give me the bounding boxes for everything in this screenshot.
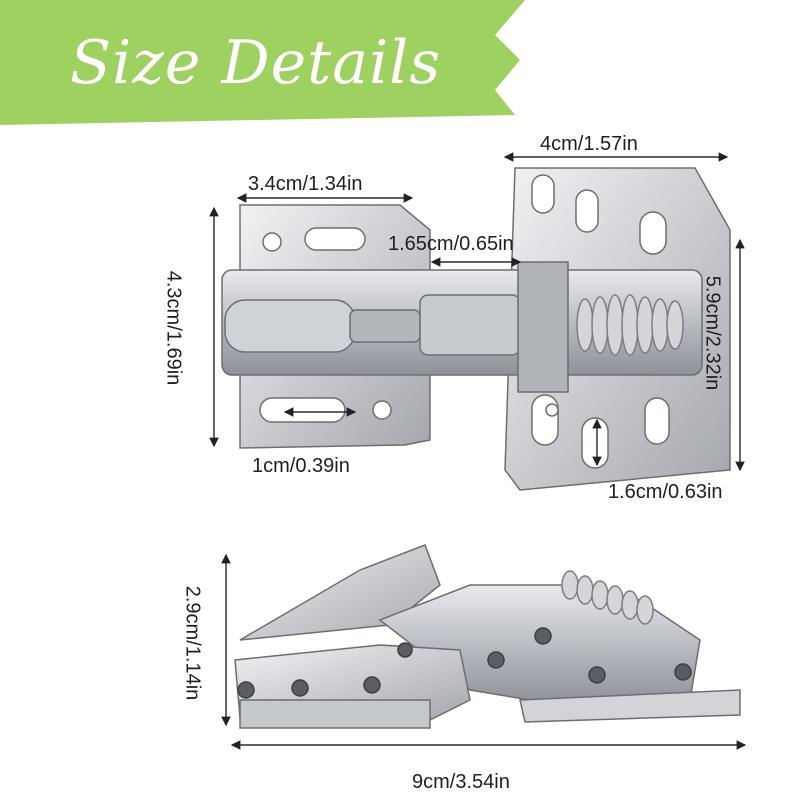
dimension-lines bbox=[209, 152, 747, 750]
page-title: Size Details bbox=[70, 28, 442, 98]
side-height-label: 2.9cm/1.14in bbox=[181, 585, 204, 701]
slot-spacing-label: 1.6cm/0.63in bbox=[608, 481, 723, 503]
right-height-label: 5.9cm/2.32in bbox=[701, 275, 724, 391]
center-span-label: 1.65cm/0.65in bbox=[388, 233, 514, 255]
hinge-side-view bbox=[234, 544, 741, 729]
total-length-label: 9cm/3.54in bbox=[412, 771, 510, 793]
banner-background bbox=[0, 0, 525, 125]
hinge-top-view bbox=[221, 167, 731, 491]
slot-length-label: 1cm/0.39in bbox=[252, 455, 350, 477]
left-height-label: 4.3cm/1.69in bbox=[162, 270, 185, 386]
hinge-top-width-label: 4cm/1.57in bbox=[540, 133, 638, 155]
left-plate-width-label: 3.4cm/1.34in bbox=[248, 173, 363, 195]
